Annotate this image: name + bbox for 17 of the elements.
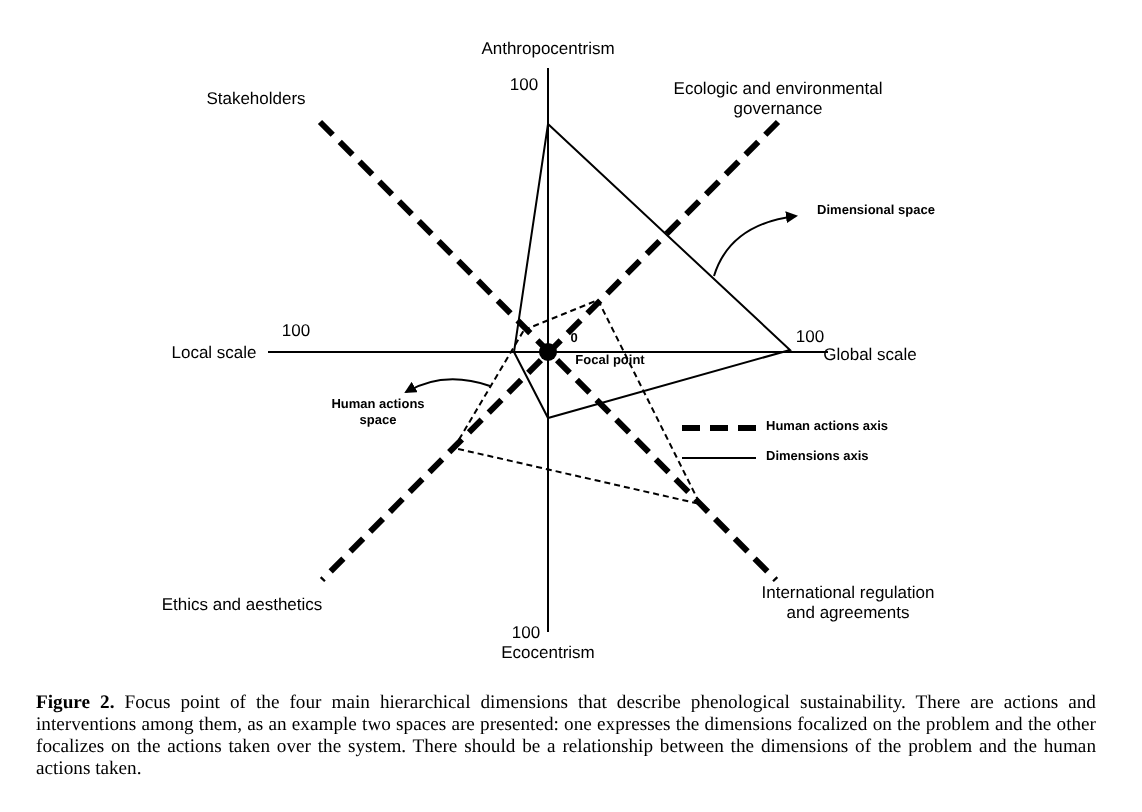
human-actions-polygon — [454, 300, 700, 504]
axis-label: Ecocentrism — [501, 642, 595, 662]
axis-label: Stakeholders — [206, 88, 306, 108]
leader-arrow — [713, 211, 798, 277]
axis-label: Ethics and aesthetics — [161, 594, 323, 614]
scale-value: 100 — [281, 320, 311, 340]
scale-value: 100 — [795, 326, 825, 346]
axis-label: Ecologic and environmental governance — [671, 78, 885, 118]
scale-value: 100 — [511, 622, 541, 642]
figure-caption: Figure 2. Focus point of the four main hierarchical dimensions that describe phenological sustainability. There are actions and interventions among them, as an example two spaces are presented: one expresses the dimensions focalized on the problem and the other focalizes on the actions taken over the system. There should be a relationship between the dimensions of the problem and the human actions taken. — [36, 692, 1096, 780]
axis-label: Local scale — [171, 342, 257, 362]
axis-label: International regulation and agreements — [759, 582, 937, 622]
axis-label: Anthropocentrism — [481, 38, 615, 58]
scale-value: 100 — [509, 74, 539, 94]
dimensional-polygon — [514, 124, 790, 418]
axis-label: Global scale — [823, 344, 917, 364]
leader-arrow — [404, 378, 491, 393]
